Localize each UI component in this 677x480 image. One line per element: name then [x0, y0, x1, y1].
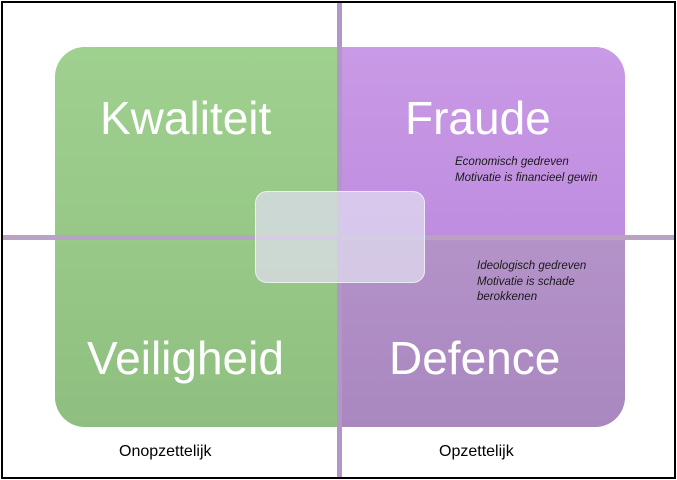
label-kwaliteit: Kwaliteit	[100, 92, 272, 144]
defence-note-line: Ideologisch gedreven	[477, 260, 587, 272]
defence-note-line: Motivatie is schade	[477, 275, 575, 288]
axis-label-opzettelijk: Opzettelijk	[439, 443, 514, 460]
label-defence: Defence	[389, 332, 561, 384]
label-fraude: Fraude	[405, 92, 551, 144]
label-veiligheid: Veiligheid	[87, 332, 284, 384]
fraude-note-line: Motivatie is financieel gewin	[455, 171, 598, 184]
axis-label-onopzettelijk: Onopzettelijk	[119, 443, 212, 460]
center-overlap-box	[255, 191, 425, 283]
quadrant-panel	[55, 47, 625, 427]
defence-note: Ideologisch gedreven Motivatie is schade…	[477, 259, 607, 306]
fraude-note: Economisch gedreven Motivatie is financi…	[455, 155, 598, 186]
fraude-note-line: Economisch gedreven	[455, 156, 569, 168]
defence-note-line: berokkenen	[477, 291, 538, 303]
